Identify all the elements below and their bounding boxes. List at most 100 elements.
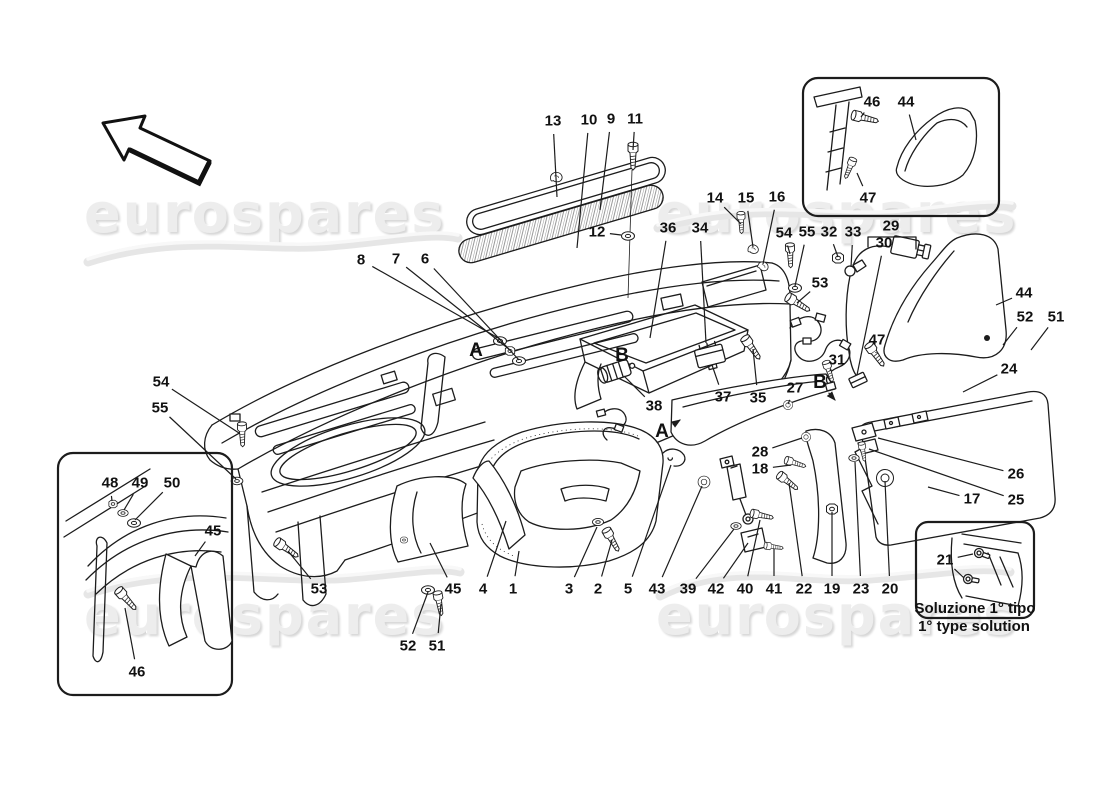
part-callout-44: 44 xyxy=(1015,284,1033,302)
leader-line xyxy=(860,112,865,118)
part-callout-29: 29 xyxy=(882,217,900,235)
watermark-text: eurospares xyxy=(84,584,446,647)
part-callout-9: 9 xyxy=(606,110,616,128)
part-callout-44: 44 xyxy=(897,93,915,111)
part-callout-3: 3 xyxy=(564,580,574,598)
leader-line xyxy=(796,291,811,304)
leader-line xyxy=(787,399,791,405)
leader-line xyxy=(609,233,622,236)
leader-line xyxy=(623,375,646,398)
leader-line xyxy=(711,364,720,385)
leader-line xyxy=(632,131,635,151)
part-callout-46: 46 xyxy=(863,93,881,111)
part-callout-43: 43 xyxy=(648,580,666,598)
part-callout-39: 39 xyxy=(679,580,697,598)
leader-line xyxy=(194,541,206,557)
part-callout-36: 36 xyxy=(659,219,677,237)
leader-line xyxy=(829,368,832,372)
part-callout-15: 15 xyxy=(737,189,755,207)
leader-line xyxy=(433,268,520,361)
leader-line xyxy=(695,528,735,580)
leader-line xyxy=(957,553,974,558)
leader-line xyxy=(794,244,805,287)
leader-line xyxy=(723,206,742,225)
leader-line xyxy=(752,348,758,386)
defroster-grille-drawing xyxy=(458,141,666,299)
leader-line xyxy=(124,607,136,660)
part-callout-13: 13 xyxy=(544,112,562,130)
leader-line xyxy=(169,416,237,480)
section-letter-B: B xyxy=(615,345,629,366)
leader-line xyxy=(962,374,998,393)
leader-line xyxy=(788,482,803,577)
leader-line xyxy=(599,131,611,211)
leader-line xyxy=(372,265,501,340)
part-callout-53: 53 xyxy=(310,580,328,598)
part-callout-37: 37 xyxy=(714,388,732,406)
part-callout-7: 7 xyxy=(391,250,401,268)
leader-line xyxy=(954,568,965,579)
hardware-drawing xyxy=(229,210,932,617)
part-callout-52: 52 xyxy=(1016,308,1034,326)
leader-line xyxy=(868,448,1004,497)
leader-line xyxy=(786,245,791,255)
part-callout-32: 32 xyxy=(820,223,838,241)
part-callout-45: 45 xyxy=(444,580,462,598)
part-callout-55: 55 xyxy=(798,223,816,241)
part-callout-53: 53 xyxy=(811,274,829,292)
part-callout-25: 25 xyxy=(1007,491,1025,509)
leader-line xyxy=(600,539,613,577)
leader-line xyxy=(287,550,312,580)
part-callout-24: 24 xyxy=(1000,360,1018,378)
part-callout-1: 1 xyxy=(508,580,518,598)
leader-line xyxy=(576,132,589,249)
leader-line xyxy=(747,210,754,248)
inset-bottom-right xyxy=(914,520,1036,620)
part-callout-19: 19 xyxy=(823,580,841,598)
section-letter-B: B xyxy=(813,372,827,393)
leader-line xyxy=(772,464,792,468)
part-callout-47: 47 xyxy=(859,189,877,207)
part-callout-16: 16 xyxy=(768,188,786,206)
part-callout-50: 50 xyxy=(163,474,181,492)
direction-arrow-icon xyxy=(101,114,212,187)
inset-top-right xyxy=(801,76,1001,218)
leader-line xyxy=(573,526,598,578)
part-callout-42: 42 xyxy=(707,580,725,598)
part-callout-23: 23 xyxy=(852,580,870,598)
part-callout-41: 41 xyxy=(765,580,783,598)
leader-line xyxy=(762,209,775,265)
leader-line xyxy=(661,485,703,578)
watermark-text: eurospares xyxy=(84,182,446,245)
leader-line xyxy=(411,591,429,635)
solution-caption-line1: Soluzione 1° tipo xyxy=(914,600,1036,617)
leader-line xyxy=(514,550,520,577)
section-letter-A: A xyxy=(655,421,669,442)
leader-lines xyxy=(110,112,1049,660)
leader-line xyxy=(908,114,917,141)
leader-line xyxy=(486,520,507,577)
leader-line xyxy=(437,603,442,634)
part-callout-33: 33 xyxy=(844,223,862,241)
leader-line xyxy=(405,266,511,351)
leader-line xyxy=(877,437,1004,472)
leader-line xyxy=(927,486,960,497)
part-callout-51: 51 xyxy=(428,637,446,655)
part-callout-49: 49 xyxy=(131,474,149,492)
leader-line xyxy=(553,133,558,198)
trim-pieces-drawing xyxy=(389,233,1056,564)
part-callout-26: 26 xyxy=(1007,465,1025,483)
part-callout-20: 20 xyxy=(881,580,899,598)
leader-line xyxy=(850,244,853,268)
leader-line xyxy=(856,255,882,376)
part-callout-5: 5 xyxy=(623,580,633,598)
leader-line xyxy=(854,461,861,577)
part-callout-11: 11 xyxy=(627,110,643,128)
leader-line xyxy=(772,437,803,449)
leader-line xyxy=(747,519,761,577)
part-callout-40: 40 xyxy=(736,580,754,598)
leader-line xyxy=(1002,326,1018,346)
part-callout-46: 46 xyxy=(128,663,146,681)
